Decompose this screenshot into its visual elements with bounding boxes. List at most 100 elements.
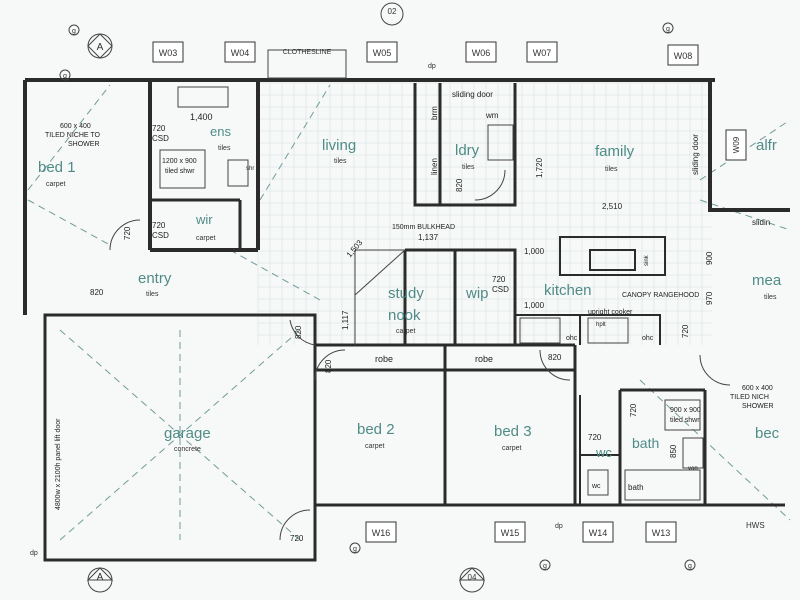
window-w07-label: W07 [533,48,552,58]
room-alfresco-label: alfr [756,137,777,154]
sink-label: sink [644,254,650,266]
grid-marker-04-label: 04 [468,573,477,582]
dim-1000-b: 1,000 [524,301,545,310]
entry-door-820: 820 [90,288,104,297]
wir-csd-size: 720 [152,221,166,230]
window-w15-label: W15 [501,528,520,538]
grid-g-marker-2: g [666,26,670,33]
niche-note-right-1: 600 x 400 [742,385,773,392]
room-wir-label: wir [195,212,213,227]
dim-1137: 1,137 [418,233,439,242]
grid-g-marker-6: g [63,73,67,80]
wir-door-720: 720 [123,226,132,240]
room-living-label: living [322,137,356,154]
grid-g-marker-1: g [72,28,76,35]
window-w16-label: W16 [372,528,391,538]
bed3-finish: carpet [502,445,522,452]
window-w13-label: W13 [652,528,671,538]
room-kitchen-label: kitchen [544,282,592,299]
dim-2510: 2,510 [602,202,623,211]
family-finish: tiles [605,166,618,173]
broom-label: brm [430,106,439,120]
room-ldry-label: ldry [455,142,480,159]
ens-csd-label: CSD [152,134,169,143]
entry-finish: tiles [146,291,159,298]
wir-csd-label: CSD [152,231,169,240]
window-w03-label: W03 [159,48,178,58]
grid-g-marker-5: g [353,546,357,553]
garage-finish: concrete [174,446,201,453]
bath-door-720: 720 [629,403,638,417]
room-study-label: study [388,285,424,302]
fixtures [159,49,704,501]
room-nook-label: nook [388,307,421,324]
grid-markers: A 02 A 04 g g g g g g HWS dp dp dp [30,2,765,593]
garage-door-820: 820 [294,325,303,339]
window-w05-label: W05 [373,48,392,58]
grid-marker-02 [380,2,404,26]
tile-grid [257,82,712,345]
ldry-sliding-door: sliding door [452,90,493,99]
annotations: 600 x 400 TILED NICHE TO SHOWER 600 x 40… [45,90,774,543]
bath-shower-label: tiled shwr [670,417,700,424]
room-wip-label: wip [465,285,489,302]
kitchen-door-820: 820 [548,353,562,362]
wc-door-720: 720 [588,433,602,442]
bottom-windows: W16 W15 W14 W13 [365,521,677,543]
bed1-finish: carpet [46,181,66,188]
ohc-right: ohc [642,335,654,342]
bed2-door-820: 820 [324,359,333,373]
niche-note-right-2: TILED NICH [730,394,769,401]
ens-finish: tiles [218,145,231,152]
study-finish: carpet [396,328,416,335]
window-w14-label: W14 [589,528,608,538]
wir-finish: carpet [196,235,216,242]
door-swings [109,169,731,541]
dim-1000-a: 1,000 [524,247,545,256]
grid-marker-a-top-label: A [97,42,104,53]
niche-note-left-2: TILED NICHE TO [45,132,101,139]
room-family-label: family [595,143,635,160]
hws-label: HWS [746,521,765,530]
dim-900: 900 [705,251,714,265]
downpipe-top: dp [428,63,436,70]
wip-csd-size: 720 [492,275,506,284]
bathtub-label: bath [628,483,644,492]
dim-1720: 1,720 [535,157,544,178]
roof-lines [27,84,791,541]
garage-door-note: 4800w x 2100h panel lift door [55,418,62,510]
ens-shower-size: 1200 x 900 [162,158,197,165]
washing-machine-label: wm [485,111,499,120]
ohc-left: ohc [566,335,578,342]
linen-label: linen [430,158,439,175]
robe-bed3-label: robe [475,354,493,364]
ldry-finish: tiles [462,164,475,171]
window-w08-label: W08 [674,51,693,61]
bulkhead-note: 150mm BULKHEAD [392,224,455,231]
meals-finish: tiles [764,294,777,301]
downpipe-bottom: dp [555,523,563,530]
ens-csd-size: 720 [152,124,166,133]
walls [23,78,790,562]
room-bed4-label: bec [755,425,780,442]
niche-note-left-3: SHOWER [68,141,100,148]
grid-marker-02-label: 02 [388,7,397,16]
vanity-label: van [688,466,698,472]
niche-note-right-3: SHOWER [742,403,774,410]
bath-door-850: 850 [669,444,678,458]
top-windows: W03 W04 CLOTHESLINE W05 W06 W07 W08 W09 [152,41,747,161]
room-bed1-label: bed 1 [38,159,76,176]
room-labels: bed 1 carpet ens tiles wir carpet living… [38,124,782,460]
clothesline-label: CLOTHESLINE [283,49,332,56]
living-finish: tiles [334,158,347,165]
ens-width-dim: 1,400 [190,112,213,122]
window-w04-label: W04 [231,48,250,58]
window-w09-label: W09 [732,136,741,153]
grid-marker-a-bottom-label: A [97,572,104,583]
room-meals-label: mea [752,272,782,289]
room-bed2-label: bed 2 [357,421,395,438]
kitchen-door-720: 720 [681,324,690,338]
room-wc-label: wc [595,445,612,460]
robe-bed2-label: robe [375,354,393,364]
